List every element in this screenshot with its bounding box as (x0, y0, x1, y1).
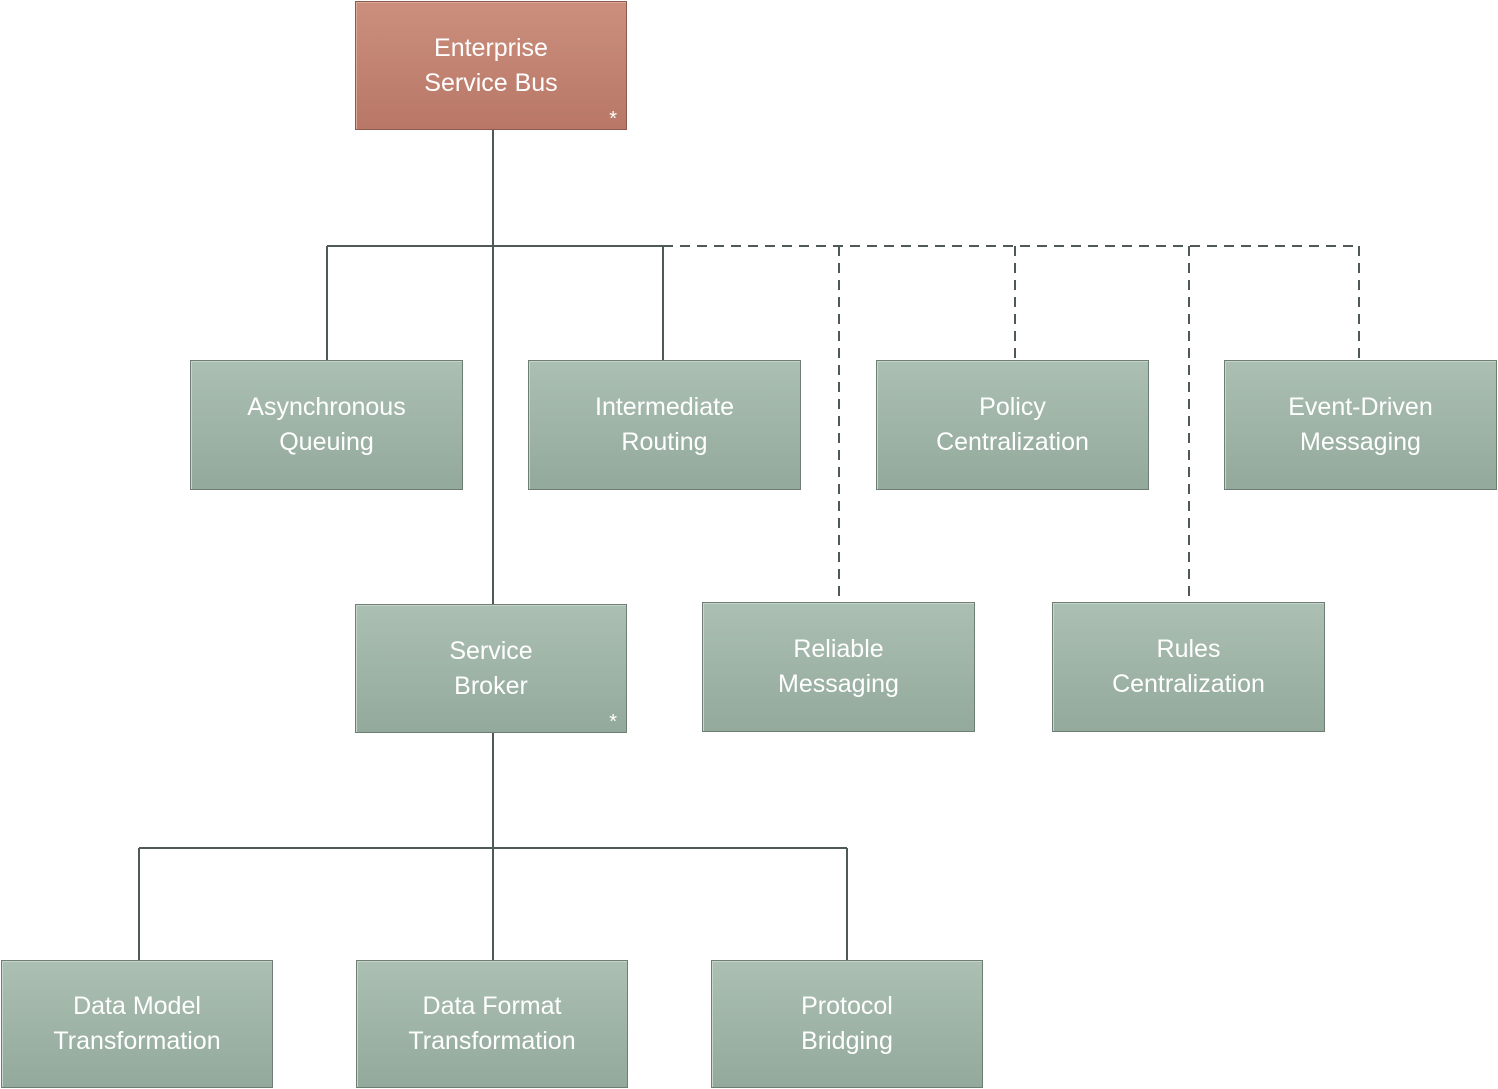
node-label: Data Format Transformation (408, 992, 576, 1055)
node-label: Rules Centralization (1112, 635, 1265, 698)
node-enterprise-service-bus: Enterprise Service Bus * (355, 1, 627, 130)
node-event-driven-messaging: Event-Driven Messaging (1224, 360, 1497, 490)
node-data-model-transformation: Data Model Transformation (1, 960, 273, 1088)
node-protocol-bridging: Protocol Bridging (711, 960, 983, 1088)
node-label: Event-Driven Messaging (1288, 393, 1433, 456)
node-label: Reliable Messaging (778, 635, 899, 698)
node-label: Protocol Bridging (801, 992, 893, 1055)
node-label: Intermediate Routing (595, 393, 734, 456)
node-label: Policy Centralization (936, 393, 1089, 456)
node-reliable-messaging: Reliable Messaging (702, 602, 975, 732)
node-rules-centralization: Rules Centralization (1052, 602, 1325, 732)
node-label: Enterprise Service Bus (424, 33, 558, 97)
node-intermediate-routing: Intermediate Routing (528, 360, 801, 490)
node-asynchronous-queuing: Asynchronous Queuing (190, 360, 463, 490)
node-label: Asynchronous Queuing (247, 393, 406, 456)
compound-marker: * (609, 711, 617, 733)
node-label: Data Model Transformation (53, 992, 221, 1055)
node-label: Service Broker (449, 636, 533, 700)
node-policy-centralization: Policy Centralization (876, 360, 1149, 490)
compound-marker: * (609, 108, 617, 130)
node-data-format-transformation: Data Format Transformation (356, 960, 628, 1088)
node-service-broker: Service Broker * (355, 604, 627, 733)
